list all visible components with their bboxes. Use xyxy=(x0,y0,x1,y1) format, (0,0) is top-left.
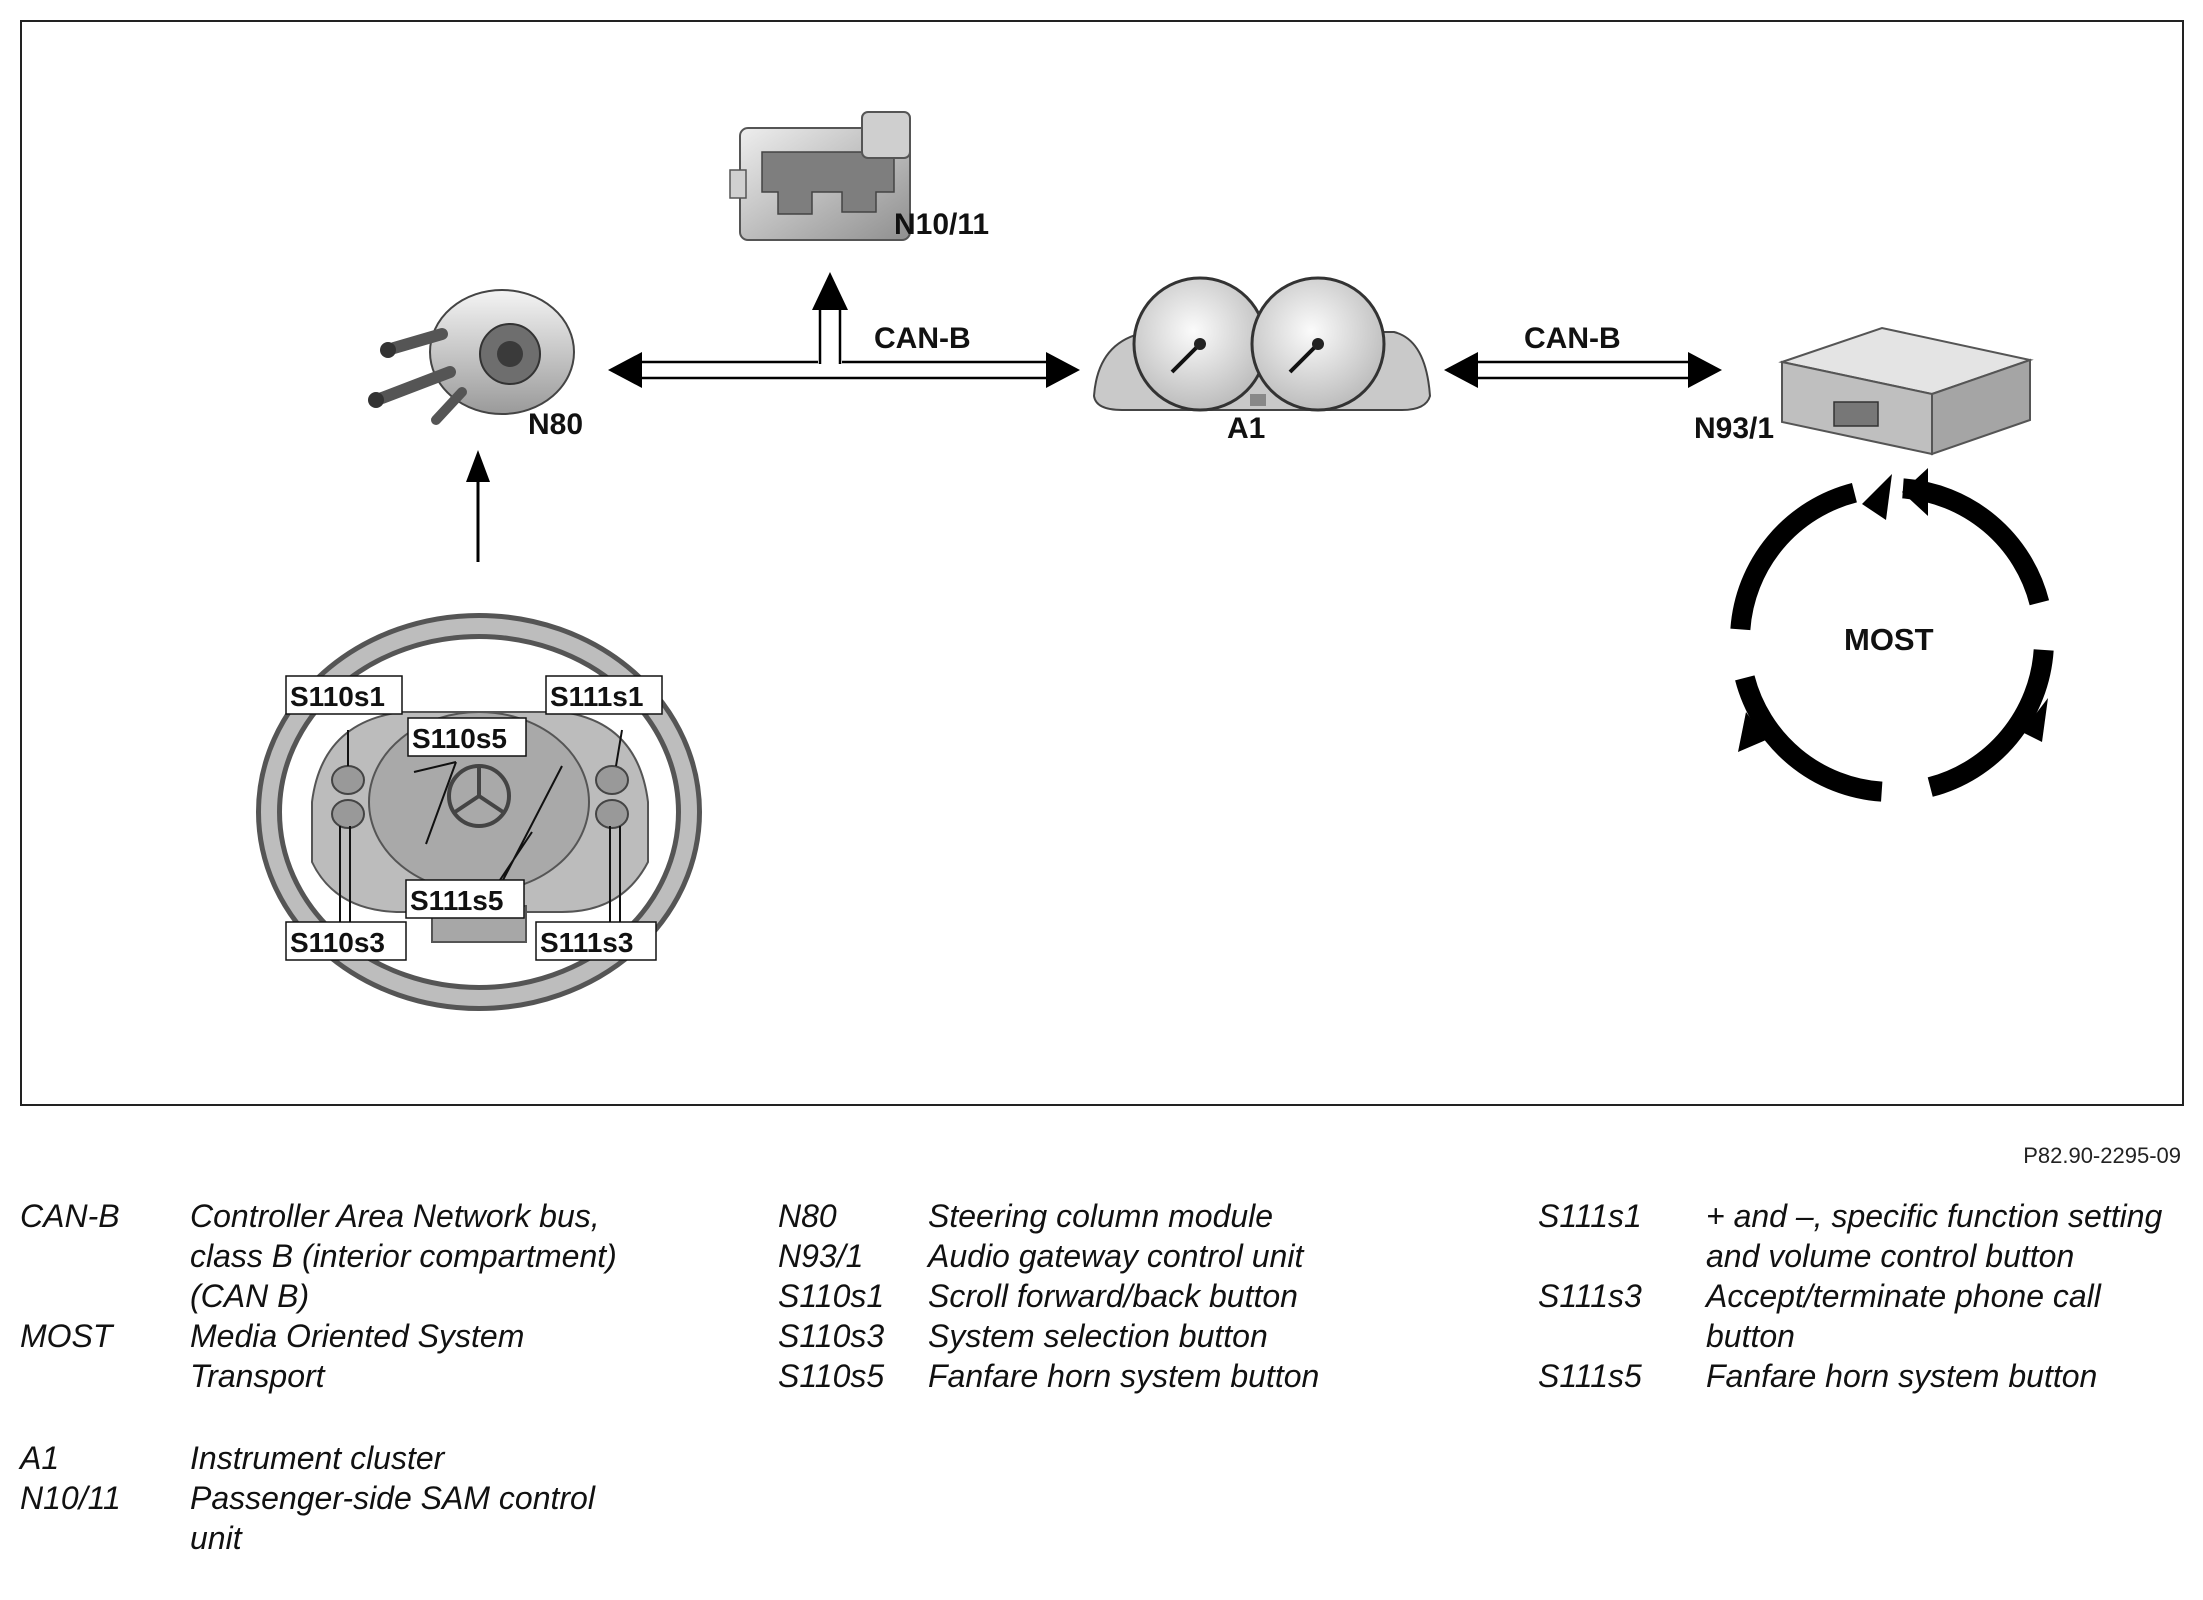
legend-description: Accept/terminate phone call button xyxy=(1706,1276,2188,1356)
s111s1-label: S111s1 xyxy=(550,681,643,712)
legend-entry: CAN-B Controller Area Network bus, class… xyxy=(20,1196,680,1316)
legend-description: + and –, specific function setting and v… xyxy=(1706,1196,2188,1276)
legend-line: Media Oriented System xyxy=(190,1318,525,1354)
legend-entry: A1 Instrument cluster xyxy=(20,1438,680,1478)
s110s3-label: S110s3 xyxy=(290,927,385,958)
n80-label: N80 xyxy=(528,408,583,441)
legend-spacer xyxy=(20,1396,680,1438)
sam-control-unit-image xyxy=(729,111,911,241)
legend-line: Accept/terminate phone call xyxy=(1706,1278,2101,1314)
n93-1-label: N93/1 xyxy=(1694,412,1774,445)
legend-description: Audio gateway control unit xyxy=(928,1238,1304,1274)
s111s5-plate xyxy=(405,879,525,919)
can-b-bus-right xyxy=(1444,352,1722,388)
s111s3-label: S111s3 xyxy=(540,927,633,958)
can-b-bus-left xyxy=(608,272,1080,388)
legend-line: class B (interior compartment) xyxy=(190,1238,617,1274)
legend-entry: S110s1 Scroll forward/back button xyxy=(778,1276,1498,1316)
s110s1-plate xyxy=(285,675,403,715)
n10-11-label: N10/11 xyxy=(894,208,989,241)
legend-entry: N80 Steering column module xyxy=(778,1196,1498,1236)
legend-line: Instrument cluster xyxy=(190,1440,445,1476)
legend-key: N80 xyxy=(778,1198,837,1234)
legend-key: A1 xyxy=(20,1440,60,1476)
legend-line: unit xyxy=(190,1520,242,1556)
legend-key: N10/11 xyxy=(20,1480,121,1516)
legend-description: Scroll forward/back button xyxy=(928,1278,1298,1314)
legend-line: (CAN B) xyxy=(190,1278,310,1314)
most-ring xyxy=(1730,468,2054,802)
can-b-right-label: CAN-B xyxy=(1524,322,1621,355)
wheel-to-n80-arrow xyxy=(466,450,490,562)
legend-entry: S110s3 System selection button xyxy=(778,1316,1498,1356)
s110s5-label: S110s5 xyxy=(412,723,507,754)
legend-column-2: N80 Steering column module N93/1 Audio g… xyxy=(778,1196,1498,1396)
legend-line: Fanfare horn system button xyxy=(1706,1358,2098,1394)
s110s5-plate xyxy=(407,717,527,757)
legend-key: S110s5 xyxy=(778,1358,885,1394)
legend-description: Media Oriented System Transport xyxy=(190,1316,680,1396)
s110s3-plate xyxy=(285,921,407,961)
legend-key: MOST xyxy=(20,1318,113,1354)
legend-entry: MOST Media Oriented System Transport xyxy=(20,1316,680,1396)
s110s1-label: S110s1 xyxy=(290,681,385,712)
legend-entry: S111s5 Fanfare horn system button xyxy=(1538,1356,2188,1396)
figure-code: P82.90-2295-09 xyxy=(2023,1143,2181,1168)
legend-description: Steering column module xyxy=(928,1198,1274,1234)
s111s3-plate xyxy=(535,921,657,961)
legend-key: S111s5 xyxy=(1538,1358,1642,1394)
legend-key: S110s1 xyxy=(778,1278,885,1314)
instrument-cluster-image xyxy=(1092,276,1432,412)
diagram-canvas: N10/11 N80 A1 xyxy=(256,111,2054,1011)
legend-description: Fanfare horn system button xyxy=(928,1358,1320,1394)
legend-description: System selection button xyxy=(928,1318,1268,1354)
legend-entry: S111s1 + and –, specific function settin… xyxy=(1538,1196,2188,1276)
legend-entry: S111s3 Accept/terminate phone call butto… xyxy=(1538,1276,2188,1356)
legend-key: CAN-B xyxy=(20,1198,120,1234)
legend-column-1: CAN-B Controller Area Network bus, class… xyxy=(20,1196,680,1558)
legend-description: Fanfare horn system button xyxy=(1706,1356,2188,1396)
legend-line: + and –, specific function setting xyxy=(1706,1198,2163,1234)
legend-line: button xyxy=(1706,1318,1795,1354)
legend-entry: S110s5 Fanfare horn system button xyxy=(778,1356,1498,1396)
legend-key: N93/1 xyxy=(778,1238,864,1274)
most-ring-label: MOST xyxy=(1844,622,1934,657)
legend-key: S110s3 xyxy=(778,1318,885,1354)
legend-line: and volume control button xyxy=(1706,1238,2075,1274)
legend-entry: N93/1 Audio gateway control unit xyxy=(778,1236,1498,1276)
can-b-left-label: CAN-B xyxy=(874,322,971,355)
legend-line: Passenger-side SAM control xyxy=(190,1480,595,1516)
legend-description: Controller Area Network bus, class B (in… xyxy=(190,1196,680,1316)
legend-key: S111s3 xyxy=(1538,1278,1642,1314)
legend-line: Transport xyxy=(190,1358,325,1394)
legend-entry: N10/11 Passenger-side SAM control unit xyxy=(20,1478,680,1558)
legend-description: Passenger-side SAM control unit xyxy=(190,1478,680,1558)
diagram-frame: N10/11 N80 A1 xyxy=(20,20,2184,1106)
legend-key: S111s1 xyxy=(1538,1198,1642,1234)
legend-column-3: S111s1 + and –, specific function settin… xyxy=(1538,1196,2188,1396)
audio-gateway-image xyxy=(1778,326,2034,456)
legend-description: Instrument cluster xyxy=(190,1438,680,1478)
s111s5-label: S111s5 xyxy=(410,885,503,916)
a1-label: A1 xyxy=(1227,412,1265,445)
legend-line: Controller Area Network bus, xyxy=(190,1198,600,1234)
steering-column-module-image xyxy=(368,289,575,425)
s111s1-plate xyxy=(545,675,663,715)
